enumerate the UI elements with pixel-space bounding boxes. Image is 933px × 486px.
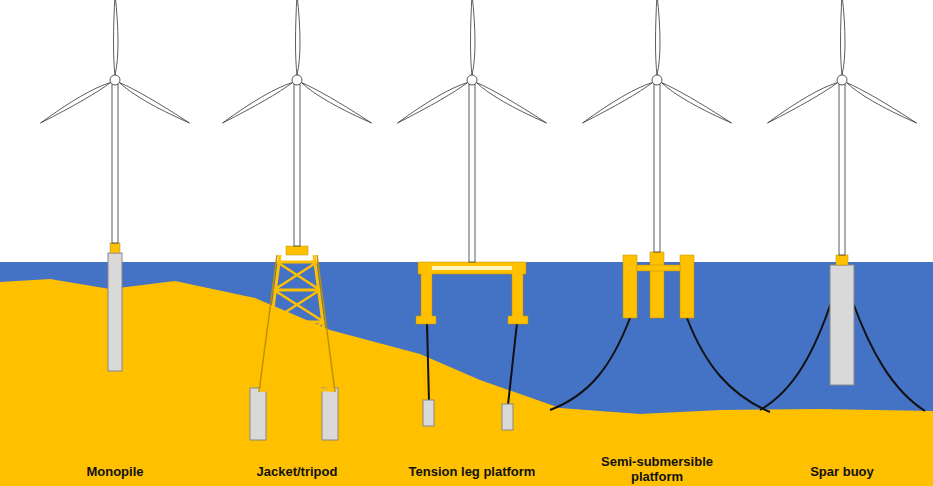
tower [469, 84, 475, 262]
hub [467, 75, 477, 85]
blade [223, 83, 293, 124]
blade [296, 0, 301, 75]
spar-buoy [760, 255, 925, 411]
seabed [0, 279, 933, 486]
hub [837, 75, 847, 85]
monopile-foundation [108, 243, 122, 371]
foundation-label: Semi-submersible platform [592, 454, 722, 484]
blade [583, 83, 653, 124]
jacket-foundation [250, 246, 338, 440]
tower [112, 84, 118, 243]
tower [654, 84, 660, 252]
blade [114, 0, 119, 75]
blade [476, 83, 546, 124]
blade [398, 83, 468, 124]
foundation-label: Spar buoy [742, 464, 933, 479]
blade [846, 83, 916, 124]
foundation-label: Monopile [15, 464, 215, 479]
blade [841, 0, 846, 75]
blade [41, 83, 111, 124]
hub [110, 75, 120, 85]
blade [119, 83, 189, 124]
tower [294, 84, 300, 246]
blade [656, 0, 661, 75]
tower [839, 84, 845, 255]
sea [0, 262, 933, 486]
tension-leg-platform [416, 262, 528, 430]
hub [292, 75, 302, 85]
blade [471, 0, 476, 75]
foundation-label: Tension leg platform [372, 464, 572, 479]
blade [661, 83, 731, 124]
blade [301, 83, 371, 124]
semi-submersible-platform [550, 252, 770, 412]
hub [652, 75, 662, 85]
blade [768, 83, 838, 124]
wind-turbines [41, 0, 917, 262]
foundation-label: Jacket/tripod [197, 464, 397, 479]
